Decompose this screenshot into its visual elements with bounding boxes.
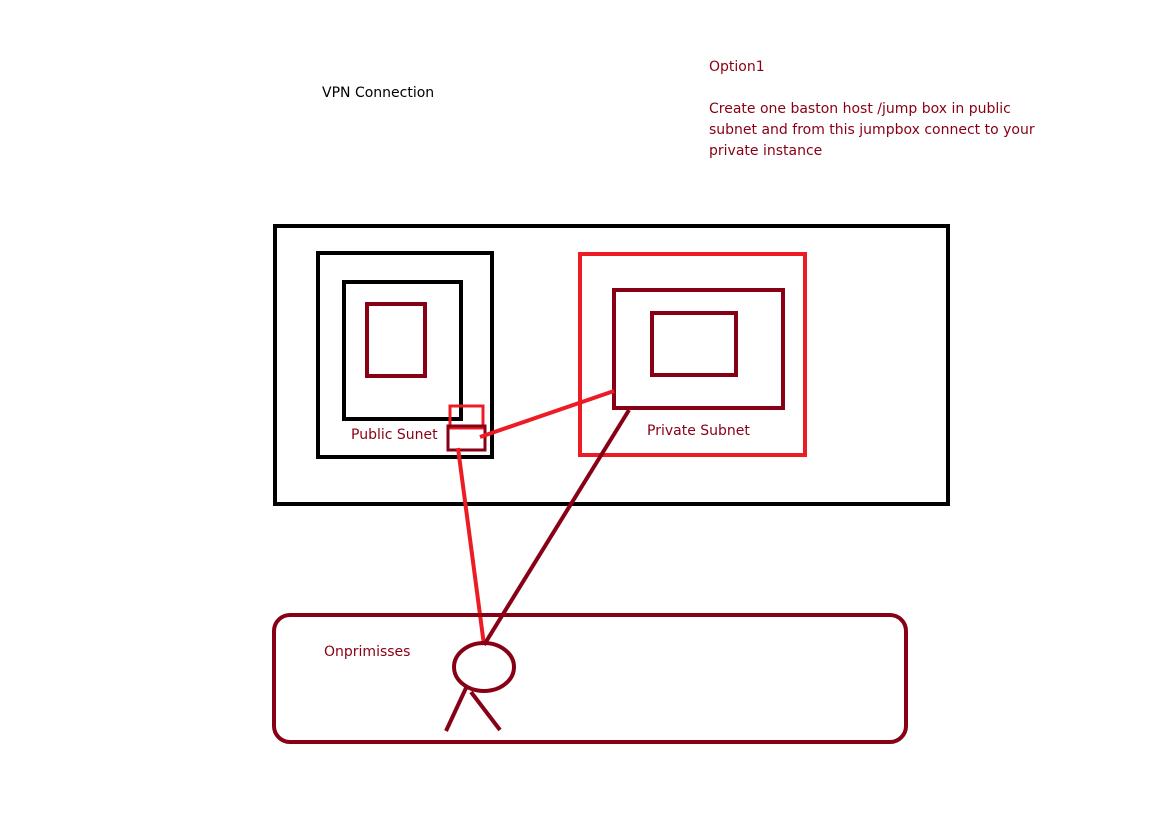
vpn-connection-label: VPN Connection (322, 85, 435, 101)
bastion-host (446, 424, 487, 452)
public-instance (365, 302, 427, 378)
private-subnet-label: Private Subnet (647, 423, 750, 439)
onprem-to-bastion-line (456, 447, 486, 646)
option-description-line: subnet and from this jumpbox connect to … (709, 122, 1035, 138)
bastion-to-private-line (479, 389, 615, 439)
private-instance (650, 311, 738, 377)
option-description: Create one baston host /jump box in publ… (709, 99, 1049, 162)
vpc-box (273, 224, 950, 506)
on-premises-box (272, 613, 908, 744)
option-description-line: private instance (709, 143, 823, 159)
onprem-to-private-line (482, 408, 631, 647)
bastion-host-top (448, 404, 485, 430)
private-subnet-box (578, 252, 807, 457)
user-right-leg (469, 690, 502, 732)
public-inner-box (342, 280, 463, 421)
user-head-icon (452, 641, 516, 693)
option-description-line: Create one baston host /jump box in publ… (709, 101, 1011, 117)
public-subnet-box (316, 251, 494, 459)
private-inner-box (612, 288, 785, 410)
public-subnet-label: Public Sunet (351, 427, 438, 443)
option-title: Option1 (709, 59, 765, 75)
user-left-leg (444, 687, 468, 732)
on-premises-label: Onprimisses (324, 644, 411, 660)
